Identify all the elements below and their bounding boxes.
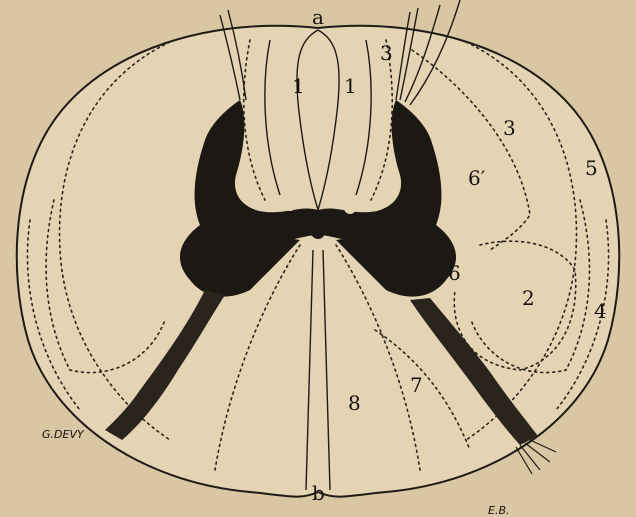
label-zone-7: 7 <box>410 373 423 397</box>
label-zone-2: 2 <box>522 286 535 310</box>
artist-signature: G.DEVY <box>42 428 85 441</box>
label-zone-8: 8 <box>348 391 361 415</box>
label-zone-1-left: 1 <box>292 74 305 98</box>
label-zone-5: 5 <box>585 156 598 180</box>
label-zone-3-right: 3 <box>503 116 516 140</box>
label-zone-6-prime: 6′ <box>468 166 486 190</box>
monogram-signature: E.B. <box>488 504 510 517</box>
label-zone-3-top: 3 <box>380 41 393 65</box>
label-zone-6: 6 <box>448 261 461 285</box>
label-zone-1-right: 1 <box>344 74 357 98</box>
label-a: a <box>312 5 324 29</box>
label-b: b <box>312 481 325 505</box>
label-zone-4: 4 <box>594 299 607 323</box>
